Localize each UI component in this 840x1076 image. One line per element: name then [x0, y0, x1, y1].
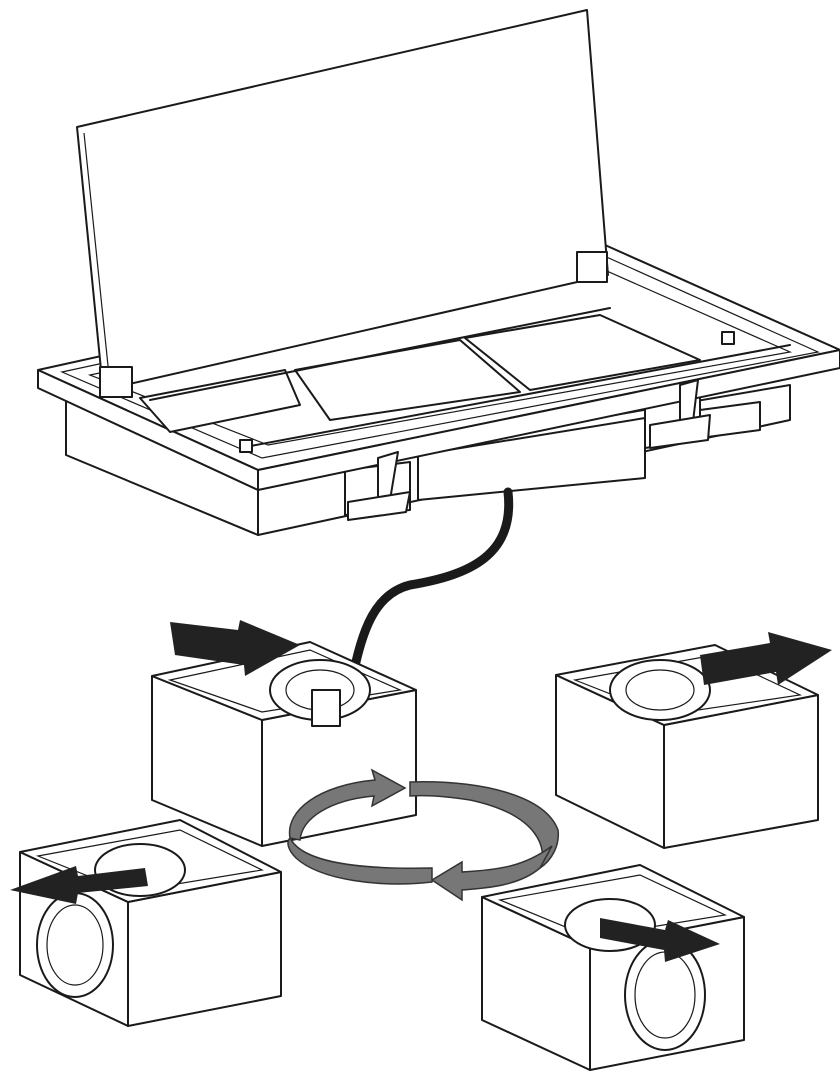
airflow-arrow — [170, 620, 300, 676]
fan-box-1 — [151, 641, 417, 847]
fan-outlet-icon — [36, 892, 114, 998]
hob-extractor-unit — [37, 9, 840, 536]
connection-cable — [345, 487, 514, 695]
hinges — [99, 251, 735, 453]
rotation-arrow — [288, 768, 407, 841]
fan-box-4 — [481, 864, 745, 1071]
airflow-arrow — [700, 632, 832, 685]
fan-impeller-icon — [609, 659, 711, 721]
fan-box-2 — [555, 644, 819, 849]
rotation-arrows — [287, 768, 560, 902]
mounting-brackets — [347, 379, 711, 521]
airflow-arrow — [600, 918, 720, 962]
fan-box-3 — [19, 819, 282, 1027]
airflow-arrow — [10, 866, 148, 904]
rotation-arrow — [287, 836, 433, 885]
rotation-arrow — [409, 781, 560, 871]
filter-trays — [139, 307, 791, 449]
rotation-arrow — [430, 845, 553, 902]
